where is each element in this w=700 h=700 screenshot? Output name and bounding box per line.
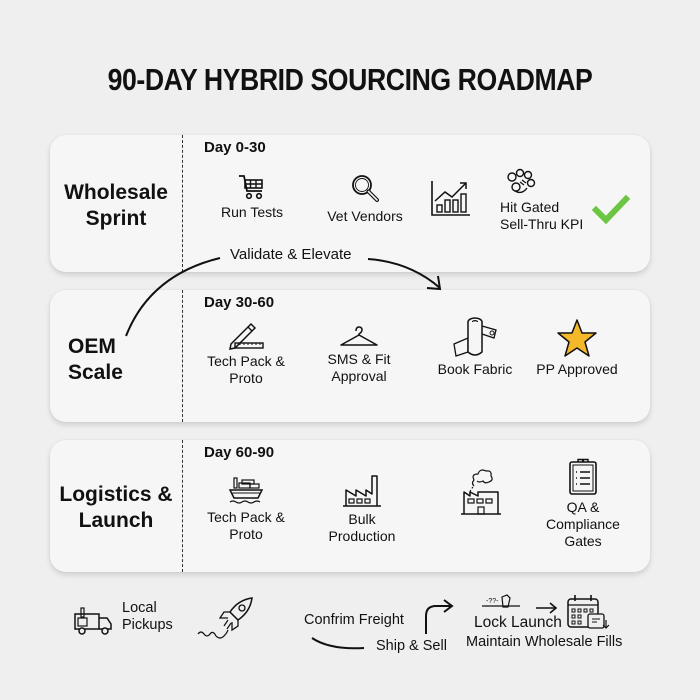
page-title: 90-DAY HYBRID SOURCING ROADMAP	[107, 62, 593, 97]
phase-title: Wholesale Sprint	[64, 181, 168, 230]
dashed-divider	[182, 440, 183, 572]
step-book-fabric: Book Fabric	[430, 316, 520, 378]
validate-elevate-label: Validate & Elevate	[230, 246, 352, 263]
dashed-divider	[182, 135, 183, 272]
pencil-ruler-icon	[229, 322, 264, 350]
confirm-freight-label: Confrim Freight	[304, 612, 404, 628]
step-tech-pack-proto-shipping: Tech Pack & Proto	[190, 476, 302, 543]
step-sms-fit-approval: SMS & Fit Approval	[316, 326, 402, 385]
step-run-tests: Run Tests	[212, 173, 292, 221]
svg-text:-??-: -??-	[486, 598, 499, 605]
magnifier-icon	[352, 175, 379, 202]
delivery-truck-icon	[74, 607, 112, 635]
hanger-icon	[340, 326, 378, 346]
star-icon	[557, 319, 597, 357]
network-nodes-icon	[507, 168, 536, 194]
maintain-wholesale-fills-label: Maintain Wholesale Fills	[466, 634, 623, 650]
step-hit-gated-kpi: Hit Gated Sell-Thru KPI	[500, 168, 590, 233]
ship-and-sell-label: Ship & Sell	[376, 638, 447, 654]
factory-icon	[343, 475, 381, 507]
calendar-icon	[567, 595, 610, 629]
growth-chart-icon	[431, 181, 470, 216]
step-tech-pack-proto: Tech Pack & Proto	[200, 320, 292, 387]
turn-right-arrow-icon	[425, 599, 454, 634]
lock-launch-label: Lock Launch	[474, 614, 562, 631]
shopping-cart-icon	[239, 175, 263, 200]
step-bulk-production: Bulk Production	[314, 472, 410, 545]
step-vet-vendors: Vet Vendors	[320, 173, 410, 225]
checkmark-icon	[591, 194, 631, 225]
right-arrow-icon	[536, 602, 558, 614]
step-qa-compliance-gates: QA & Compliance Gates	[540, 458, 626, 550]
local-pickups-label: Local Pickups	[122, 600, 173, 633]
phase-card-oem-scale: OEM Scale Day 30-60 Tech Pack & Proto SM…	[50, 290, 650, 422]
rocket-icon	[197, 597, 253, 639]
phase-title: OEM Scale	[68, 335, 123, 384]
fabric-roll-icon	[453, 317, 497, 357]
step-pp-approved: PP Approved	[532, 318, 622, 378]
phase-card-wholesale-sprint: Wholesale Sprint Day 0-30 Run Tests Vet …	[50, 135, 650, 272]
phase-title: Logistics & Launch	[59, 483, 173, 532]
day-range: Day 0-30	[204, 139, 266, 156]
dashed-divider	[182, 290, 183, 422]
day-range: Day 30-60	[204, 294, 275, 311]
smoking-factory-icon	[461, 469, 501, 515]
curve-line	[311, 637, 365, 650]
tag-icon: -??-	[482, 594, 520, 608]
clipboard-icon	[569, 458, 597, 495]
phase-card-logistics-launch: Logistics & Launch Day 60-90 Tech Pack &…	[50, 440, 650, 572]
day-range: Day 60-90	[204, 444, 275, 461]
cargo-ship-icon	[228, 477, 264, 504]
